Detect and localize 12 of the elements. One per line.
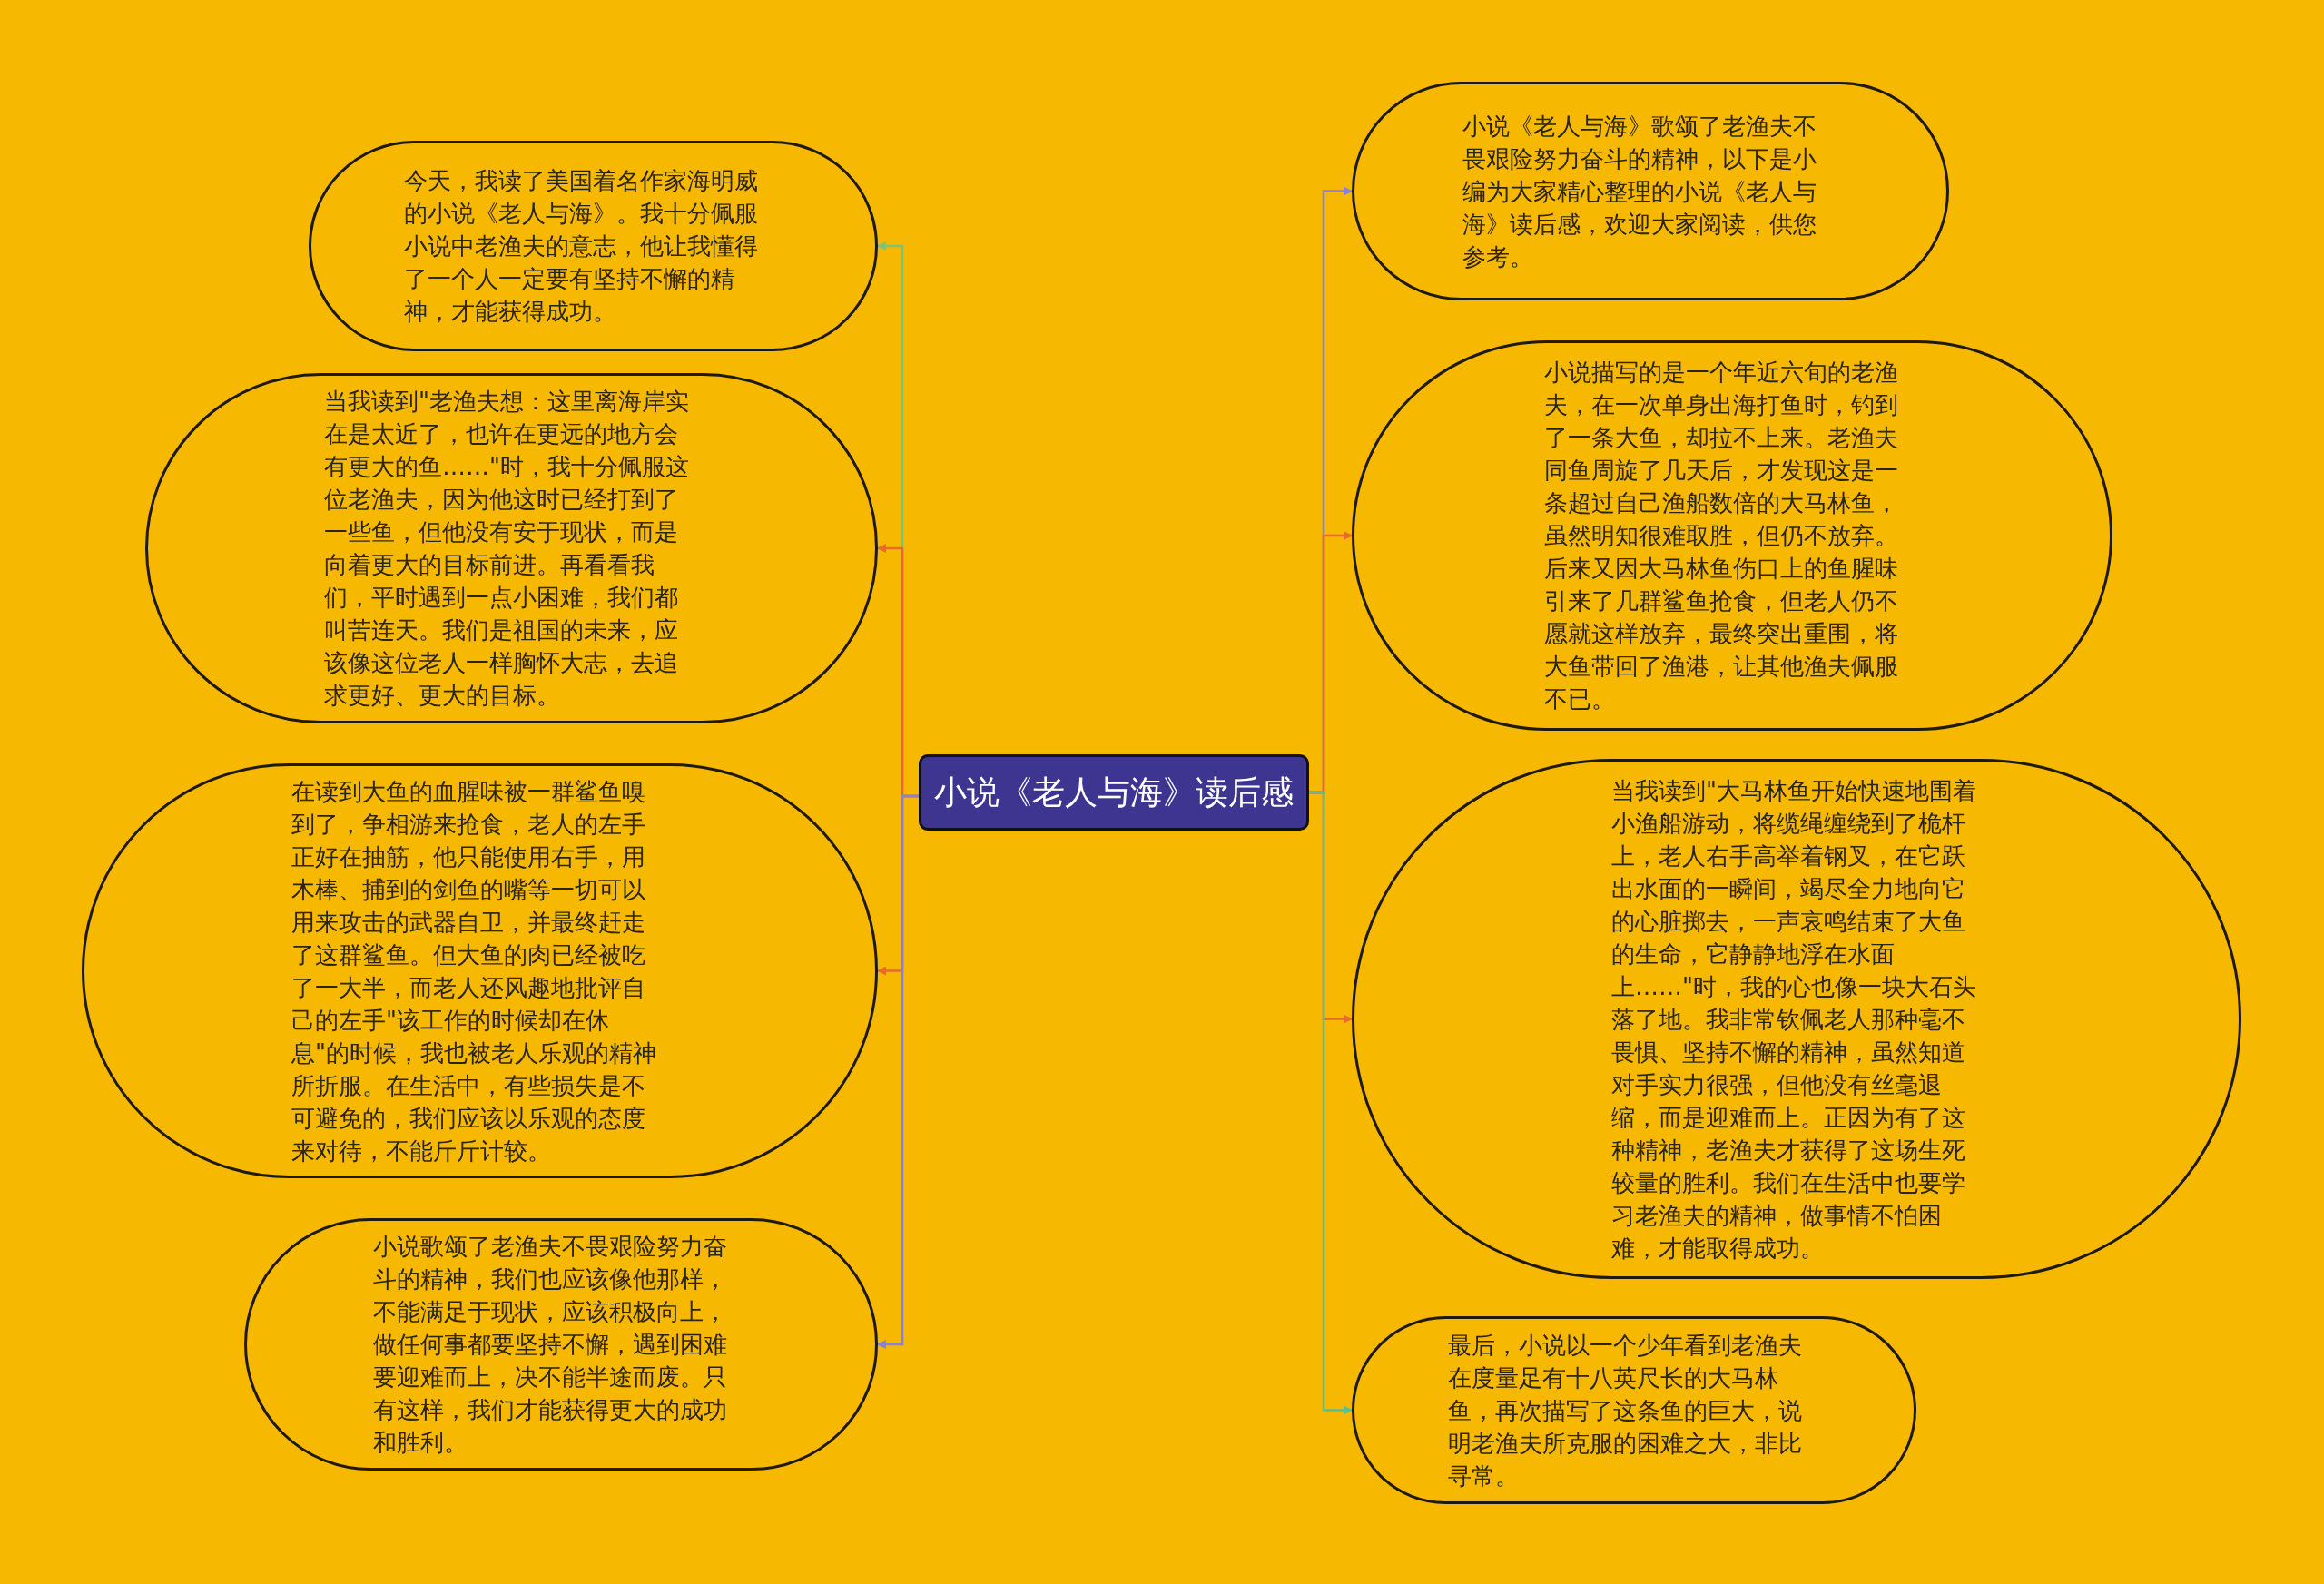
paragraph: 小说歌颂了老渔夫不畏艰险努力奋斗的精神，我们也应该像他那样，不能满足于现状，应该积极向上，做任何事都要坚持不懈，遇到困难要迎难而上，决不能半途而废。只有这样，我们才能获得更大的成功和胜利。 xyxy=(373,1232,728,1458)
paragraph: 小说《老人与海》歌颂了老渔夫不畏艰险努力奋斗的精神，以下是小编为大家精心整理的小说《老人与海》读后感，欢迎大家阅读，供您参考。 xyxy=(1462,111,1817,272)
paragraph: 当我读到"老渔夫想：这里离海岸实在是太近了，也许在更远的地方会有更大的鱼……"时，我十分佩服这位老渔夫，因为他这时已经打到了一些鱼，但他没有安于现状，而是向着更大的目标前进。再看看我们，平时遇到一点小困难，我们都叫苦连天。我们是祖国的未来，应该像这位老人一样胸怀大志，去追求更好、更大的目标。 xyxy=(324,387,689,711)
paragraph: 在读到大鱼的血腥味被一群鲨鱼嗅到了，争相游来抢食，老人的左手正好在抽筋，他只能使用右手，用木棒、捕到的剑鱼的嘴等一切可以用来攻击的武器自卫，并最终赶走了这群鲨鱼。但大鱼的肉已经被吃了一大半，而老人还风趣地批评自己的左手"该工作的时候却在休息"的时候，我也被老人乐观的精神所折服。在生活中，有些损失是不可避免的，我们应该以乐观的态度来对待，不能斤斤计较。 xyxy=(291,776,656,1166)
paragraph: 小说描写的是一个年近六旬的老渔夫，在一次单身出海打鱼时，钓到了一条大鱼，却拉不上来。老渔夫同鱼周旋了几天后，才发现这是一条超过自己渔船数倍的大马林鱼，虽然明知很难取胜，但仍不放弃。后来又因大马林鱼伤口上的鱼腥味引来了几群鲨鱼抢食，但老人仍不愿就这样放弃，最终突出重围，将大鱼带回了渔港，让其他渔夫佩服不已。 xyxy=(1544,358,1899,714)
paragraph: 今天，我读了美国着名作家海明威的小说《老人与海》。我十分佩服小说中老渔夫的意志，他让我懂得了一个人一定要有坚持不懈的精神，才能获得成功。 xyxy=(404,166,759,327)
connector-arrow xyxy=(877,794,919,1349)
paragraph: 当我读到"大马林鱼开始快速地围着小渔船游动，将缆绳缠绕到了桅杆上，老人右手高举着钢叉，在它跃出水面的一瞬间，竭尽全力地向它的心脏掷去，一声哀鸣结束了大鱼的生命，它静静地浮在水面上……"时，我的心也像一块大石头落了地。我非常钦佩老人那种毫不畏惧、坚持不懈的精神，虽然知道对手实力很强，但他没有丝毫退缩，而是迎难而上。正因为有了这种精神，老渔夫才获得了这场生死较量的胜利。我们在生活中也要学习老渔夫的精神，做事情不怕困难，才能取得成功。 xyxy=(1611,775,1976,1264)
paragraph: 最后，小说以一个少年看到老渔夫在度量足有十八英尺长的大马林鱼，再次描写了这条鱼的巨大，说明老渔夫所克服的困难之大，非比寻常。 xyxy=(1448,1330,1803,1491)
topic-title: 小说《老人与海》读后感 xyxy=(934,772,1294,812)
topic-box xyxy=(919,754,1309,831)
connector-arrow xyxy=(1309,791,1353,1415)
